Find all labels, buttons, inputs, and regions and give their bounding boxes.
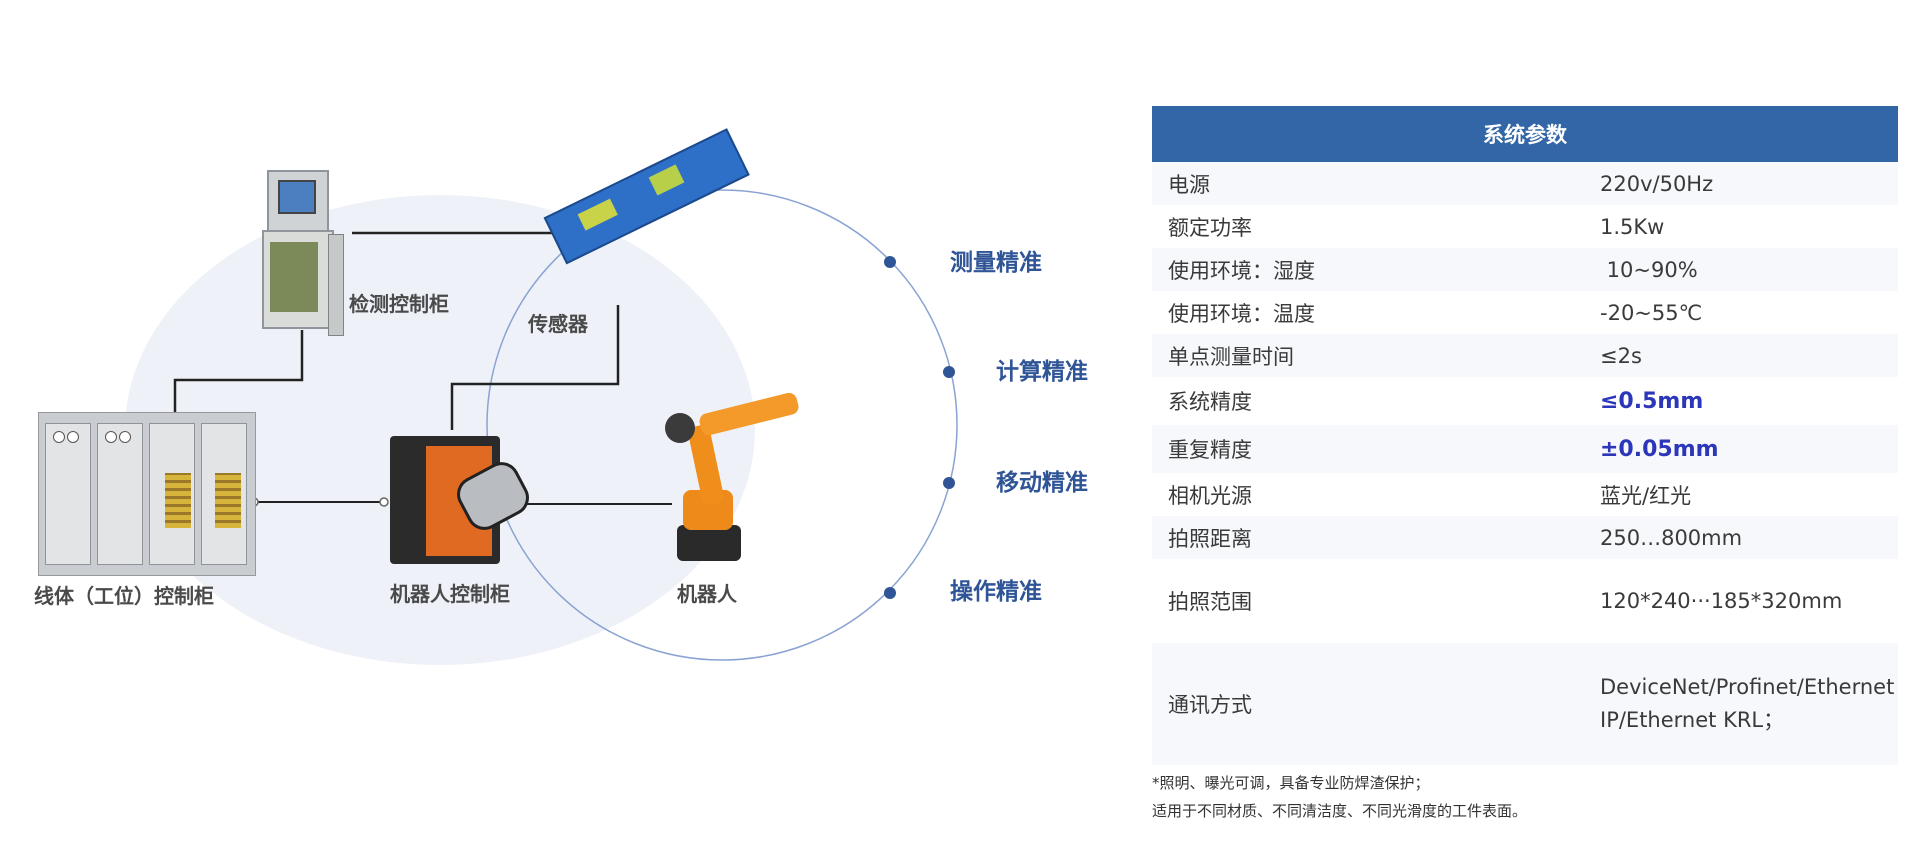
label-compute-precise: 计算精准 [996, 359, 1088, 385]
row-label: 拍照范围 [1152, 559, 1584, 643]
row-value-highlight: ±0.05mm [1584, 425, 1898, 473]
dot-measure [884, 256, 896, 268]
system-diagram: 检测控制柜 传感器 线体（工位）控制柜 机器人控制柜 机器人 测量精准 计算精准… [34, 128, 1088, 665]
robot-controller-image [390, 436, 536, 568]
row-label: 拍照距离 [1152, 516, 1584, 559]
table-row: 电源 220v/50Hz [1152, 162, 1898, 205]
robot-image [665, 391, 805, 565]
table-row: 系统精度 ≤0.5mm [1152, 377, 1898, 425]
note-line-1: *照明、曝光可调，具备专业防焊渣保护； [1152, 774, 1430, 792]
line-sensor-controller [450, 305, 620, 430]
precision-circle [486, 189, 958, 661]
label-line-cabinet: 线体（工位）控制柜 [34, 584, 214, 608]
label-inspection-cabinet: 检测控制柜 [349, 292, 449, 316]
dot-move [943, 477, 955, 489]
row-value-multiline: DeviceNet/Profinet/Ethernet IP/Ethernet … [1584, 643, 1898, 765]
row-value: 蓝光/红光 [1584, 473, 1898, 516]
row-value: 220v/50Hz [1584, 162, 1898, 205]
note-line-2: 适用于不同材质、不同清洁度、不同光滑度的工件表面。 [1152, 802, 1528, 820]
table-row: 相机光源 蓝光/红光 [1152, 473, 1898, 516]
row-label: 使用环境：温度 [1152, 291, 1584, 334]
row-value-line1: DeviceNet/Profinet/Ethernet [1600, 675, 1895, 699]
row-label: 重复精度 [1152, 425, 1584, 473]
spec-table-title: 系统参数 [1152, 106, 1898, 162]
row-label: 使用环境：湿度 [1152, 248, 1584, 291]
label-measure-precise: 测量精准 [950, 250, 1042, 276]
label-operate-precise: 操作精准 [950, 579, 1042, 605]
table-row: 通讯方式 DeviceNet/Profinet/Ethernet IP/Ethe… [1152, 643, 1898, 765]
dot-operate [884, 587, 896, 599]
table-row: 额定功率 1.5Kw [1152, 205, 1898, 248]
table-row: 拍照距离 250…800mm [1152, 516, 1898, 559]
table-row: 拍照范围 120*240···185*320mm [1152, 559, 1898, 643]
table-row: 单点测量时间 ≤2s [1152, 334, 1898, 377]
row-value: 120*240···185*320mm [1584, 559, 1898, 643]
row-label: 电源 [1152, 162, 1584, 205]
row-value-line2: IP/Ethernet KRL； [1600, 708, 1785, 732]
row-value: ≤2s [1584, 334, 1898, 377]
label-robot-controller: 机器人控制柜 [390, 582, 510, 606]
line-cabinet-image [38, 412, 256, 576]
table-row: 重复精度 ±0.05mm [1152, 425, 1898, 473]
inspection-cabinet-image [262, 170, 344, 336]
row-value-highlight: ≤0.5mm [1584, 377, 1898, 425]
sensor-image [543, 128, 755, 305]
row-label: 通讯方式 [1152, 643, 1584, 765]
dot-compute [943, 366, 955, 378]
label-move-precise: 移动精准 [996, 470, 1088, 496]
row-value: 1.5Kw [1584, 205, 1898, 248]
line-inspection-line [173, 330, 304, 420]
row-label: 额定功率 [1152, 205, 1584, 248]
table-row: 使用环境：温度 -20~55℃ [1152, 291, 1898, 334]
label-sensor: 传感器 [528, 312, 588, 336]
spec-table: 系统参数 电源 220v/50Hz 额定功率 1.5Kw 使用环境：湿度 10~… [1152, 106, 1898, 765]
row-label: 单点测量时间 [1152, 334, 1584, 377]
label-robot: 机器人 [677, 582, 737, 606]
row-value: 10~90% [1584, 248, 1898, 291]
row-value: 250…800mm [1584, 516, 1898, 559]
row-label: 相机光源 [1152, 473, 1584, 516]
table-row: 使用环境：湿度 10~90% [1152, 248, 1898, 291]
row-value: -20~55℃ [1584, 291, 1898, 334]
row-label: 系统精度 [1152, 377, 1584, 425]
